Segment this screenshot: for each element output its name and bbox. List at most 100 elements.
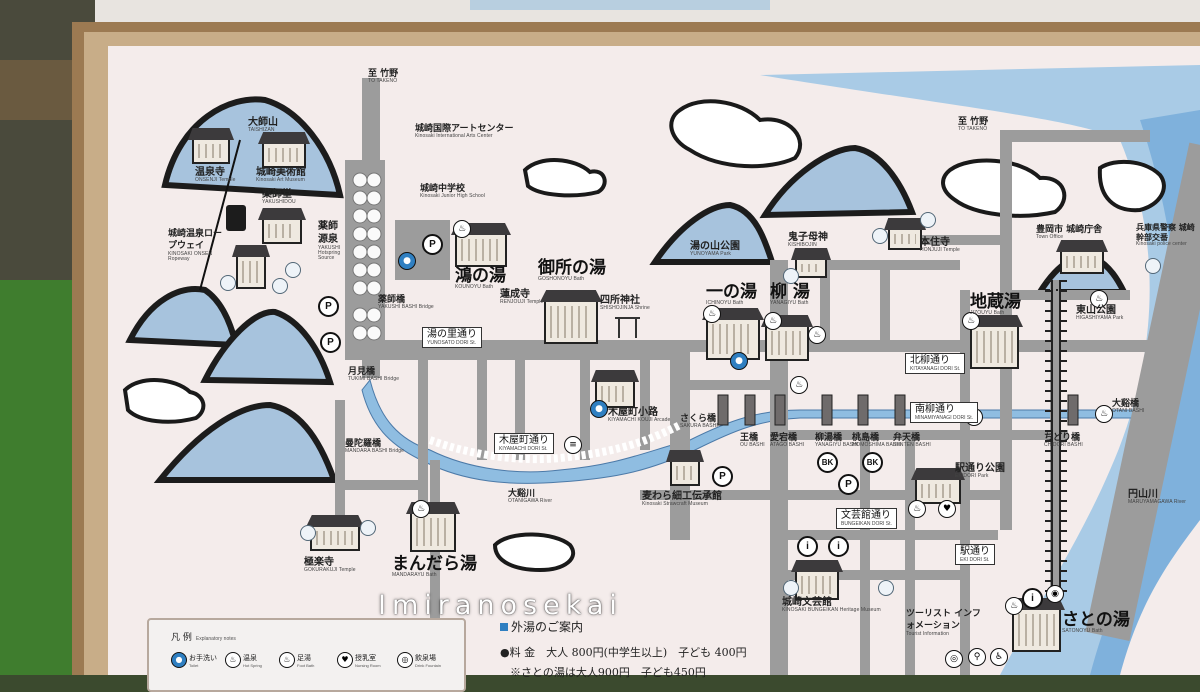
bicycle-icon: ⚲ — [968, 648, 986, 666]
hot-spring-icon: ♨ — [764, 312, 782, 330]
toilet-icon: ● — [730, 352, 748, 370]
label-en: TO TAKENO — [368, 78, 398, 84]
left-greenery — [0, 280, 80, 675]
tree-icon — [878, 580, 894, 596]
label-jp: 薬師橋 — [378, 295, 406, 305]
sign-kiyamachi-en: KIYAMACHI DORI St. — [499, 446, 548, 452]
label-jp: 湯の山公園 — [690, 241, 740, 252]
label-jp: ツーリスト インフォメーション — [906, 609, 981, 631]
railway — [1048, 280, 1064, 600]
upper-panel-strip — [470, 0, 770, 10]
label-jp: 温泉寺 — [195, 167, 225, 178]
label-en: GOSHONOYU Bath — [538, 276, 585, 282]
label-jp: 月見橋 — [348, 367, 376, 377]
satonoyu-building — [1012, 608, 1061, 652]
label-en: Kinosaki police center — [1136, 241, 1187, 247]
maruyama-river — [760, 65, 1200, 675]
cloud-swirls — [122, 99, 1166, 573]
label-jp: さくら橋 — [680, 414, 717, 424]
label-en: Kinosaki Junior High School — [420, 193, 485, 199]
label-en: KOUNOYU Bath — [455, 284, 494, 290]
train-station-icon: ◉ — [1046, 585, 1064, 603]
ichinoyu-building — [706, 318, 760, 360]
label-jp: 城崎文芸館 — [782, 597, 832, 608]
label-en: HIGASHIYAMA Park — [1076, 315, 1124, 321]
hot-spring-icon: ♨ — [962, 312, 980, 330]
label-en: OU BASHI — [740, 442, 765, 448]
ropeway-station — [236, 255, 266, 289]
blossom-row — [428, 421, 682, 464]
hot-spring-icon: ♨ — [412, 500, 430, 518]
label-en: Kinosaki Strawcraft Museum — [642, 501, 708, 507]
sign-eki-en: EKI DORI St. — [960, 557, 990, 563]
mountain-left-1 — [125, 286, 240, 349]
bath-fee-info: 外湯のご案内 ●料 金 大人 800円(中学生以上) 子ども 400円 ※さとの… — [500, 618, 800, 680]
bike-parking-icon: BK — [862, 452, 883, 473]
sign-kitayanagi-en: KITAYANAGI DORI St. — [910, 366, 961, 372]
accessible-icon: ◎ — [945, 650, 963, 668]
mountain-left-2 — [200, 308, 335, 386]
label-jp: 鬼子母神 — [788, 232, 828, 243]
sign-minamiyanagi-en: MINAMIYANAGI DORI St. — [915, 415, 973, 421]
subway-icon: ≡ — [564, 436, 582, 454]
kishibojin-building — [795, 258, 827, 278]
label-en: RENJOUJI Temple — [500, 299, 544, 305]
label-jp: 至 竹野 — [958, 117, 989, 127]
canal-bridges — [717, 394, 1079, 426]
tree-icon — [1145, 258, 1161, 274]
label-en: ATAGO BASHI — [770, 442, 805, 448]
ropeway-cable — [199, 139, 241, 291]
hot-spring-icon: ♨ — [703, 305, 721, 323]
foot-bath-icon: ♨ — [808, 326, 826, 344]
label-jp: ちどり橋 — [1044, 433, 1081, 443]
label-en: YANAGIYU Bath — [770, 300, 809, 306]
foot-bath-icon: ♨ — [1095, 405, 1113, 423]
wheelchair-icon: ♿ — [990, 648, 1008, 666]
tree-icon — [300, 525, 316, 541]
torii-gate — [615, 317, 640, 338]
tree-icon — [783, 268, 799, 284]
label-en: Kinosaki Art Museum — [256, 177, 305, 183]
label-en: HONJUJI Temple — [920, 247, 960, 253]
label-jp: 大谿橋 — [1112, 399, 1140, 409]
label-jp: 王橋 — [740, 433, 759, 443]
onsenji-building — [192, 138, 230, 164]
label-jp: 大谿川 — [508, 489, 536, 499]
info-icon: i — [1022, 588, 1043, 609]
label-jp: 円山川 — [1128, 489, 1158, 500]
fee-heading: 外湯のご案内 — [500, 618, 800, 635]
label-jp: 一の湯 — [706, 282, 757, 302]
label-jp: 御所の湯 — [538, 258, 606, 278]
legend-item-label: 温泉 — [243, 654, 257, 662]
label-en: GOKURAKUJI Temple — [304, 567, 356, 573]
label-jp: 城崎温泉ロープウェイ — [168, 229, 223, 251]
info-icon: i — [828, 536, 849, 557]
toilet-icon: ● — [590, 400, 608, 418]
label-en: YUNOYAMA Park — [690, 251, 731, 257]
mountain-left-3 — [153, 401, 339, 483]
